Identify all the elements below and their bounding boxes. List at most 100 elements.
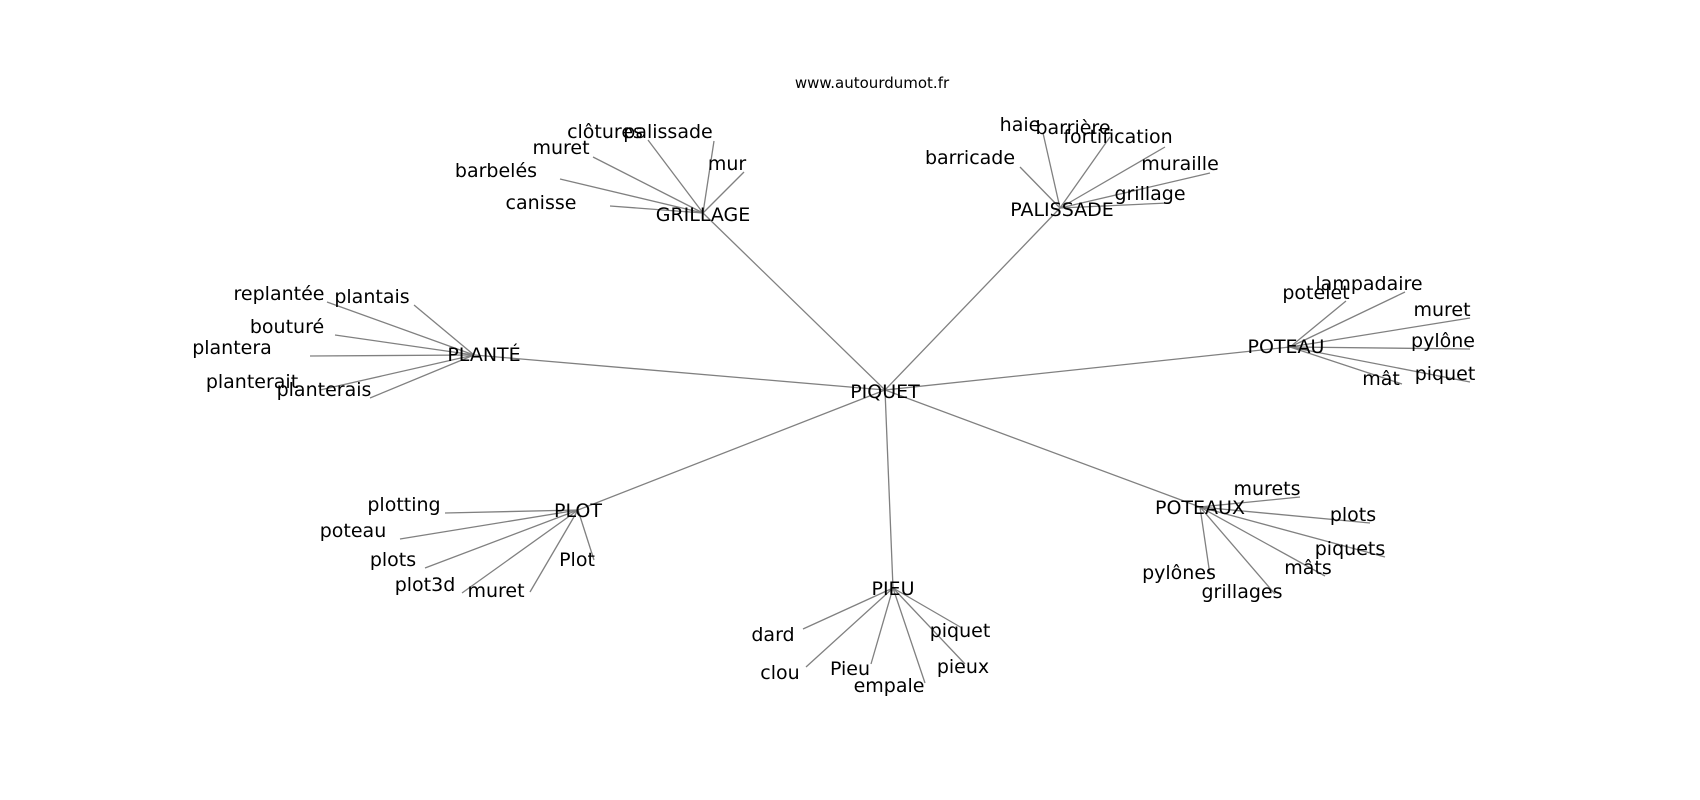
- edge-center-to-hub: [473, 354, 886, 391]
- leaf-word-label[interactable]: barrière: [1035, 117, 1110, 139]
- hub-word-label[interactable]: PALISSADE: [1010, 199, 1114, 221]
- leaf-word-label[interactable]: palissade: [623, 121, 712, 143]
- leaf-word-label[interactable]: piquet: [930, 620, 991, 642]
- edge-hub-to-leaf: [802, 587, 894, 630]
- hub-word-label[interactable]: POTEAU: [1248, 336, 1325, 358]
- edge-hub-to-leaf: [805, 587, 894, 668]
- hub-word-label[interactable]: PLANTÉ: [447, 343, 520, 366]
- hub-word-label[interactable]: POTEAUX: [1155, 497, 1245, 519]
- edge-hub-to-leaf: [1289, 346, 1403, 385]
- leaf-word-label[interactable]: lampadaire: [1315, 273, 1422, 295]
- edge-center-to-hub: [884, 207, 1061, 391]
- leaf-word-label[interactable]: clou: [760, 662, 799, 684]
- edge-hub-to-leaf: [413, 304, 475, 356]
- leaf-word-label[interactable]: potelet: [1282, 282, 1349, 304]
- leaf-word-label[interactable]: plot3d: [395, 574, 456, 596]
- leaf-word-label[interactable]: mâts: [1284, 557, 1332, 579]
- edges-layer: [309, 132, 1471, 684]
- edge-hub-to-leaf: [326, 301, 475, 356]
- leaf-word-label[interactable]: muret: [1413, 299, 1470, 321]
- labels-layer: www.autourdumot.fr clôturespalissademure…: [192, 74, 1475, 697]
- edge-hub-to-leaf: [309, 354, 475, 357]
- edge-hub-to-leaf: [1289, 346, 1471, 383]
- leaf-word-label[interactable]: barricade: [925, 147, 1015, 169]
- edge-hub-to-leaf: [1042, 132, 1061, 209]
- edge-center-to-hub: [702, 212, 886, 391]
- edge-hub-to-leaf: [461, 509, 579, 594]
- leaf-word-label[interactable]: empale: [854, 675, 925, 697]
- edge-hub-to-leaf: [319, 354, 475, 391]
- leaf-word-label[interactable]: bouturé: [250, 316, 324, 338]
- edge-hub-to-leaf: [334, 334, 475, 356]
- leaf-word-label[interactable]: canisse: [506, 192, 577, 214]
- leaf-word-label[interactable]: replantée: [234, 283, 325, 305]
- leaf-word-label[interactable]: muret: [467, 580, 524, 602]
- edge-hub-to-leaf: [702, 171, 745, 214]
- hub-word-label[interactable]: PLOT: [554, 500, 602, 522]
- leaf-word-label[interactable]: plantera: [192, 337, 272, 359]
- hub-word-label[interactable]: PIEU: [872, 578, 915, 600]
- leaf-word-label[interactable]: plots: [370, 549, 416, 571]
- leaf-word-label[interactable]: dard: [751, 624, 794, 646]
- site-credit: www.autourdumot.fr: [795, 74, 950, 92]
- edge-hub-to-leaf: [559, 178, 704, 214]
- edge-hub-to-leaf: [1289, 291, 1406, 348]
- leaf-word-label[interactable]: piquets: [1315, 538, 1385, 560]
- leaf-word-label[interactable]: plots: [1330, 504, 1376, 526]
- edge-hub-to-leaf: [1289, 346, 1471, 350]
- leaf-word-label[interactable]: plotting: [367, 494, 440, 516]
- edge-center-to-hub: [884, 389, 1201, 508]
- edge-hub-to-leaf: [444, 509, 579, 514]
- edge-hub-to-leaf: [1199, 506, 1276, 595]
- leaf-word-label[interactable]: plantais: [334, 286, 409, 308]
- center-word-label[interactable]: PIQUET: [850, 381, 920, 403]
- leaf-word-label[interactable]: Pieu: [830, 658, 870, 680]
- edge-hub-to-leaf: [1059, 202, 1169, 209]
- edge-hub-to-leaf: [1199, 506, 1326, 577]
- leaf-word-label[interactable]: muraille: [1141, 153, 1219, 175]
- leaf-word-label[interactable]: murets: [1234, 478, 1301, 500]
- leaf-word-label[interactable]: barbelés: [455, 160, 537, 182]
- leaf-word-label[interactable]: planterait: [206, 371, 298, 393]
- edge-center-to-hub: [884, 346, 1291, 391]
- edge-hub-to-leaf: [1199, 506, 1211, 576]
- leaf-word-label[interactable]: haie: [1000, 114, 1041, 136]
- leaf-word-label[interactable]: planterais: [277, 379, 372, 401]
- leaf-word-label[interactable]: mât: [1362, 368, 1400, 390]
- edge-hub-to-leaf: [1059, 172, 1211, 209]
- leaf-word-label[interactable]: Plot: [559, 549, 595, 571]
- edge-hub-to-leaf: [1059, 136, 1111, 209]
- edge-hub-to-leaf: [592, 156, 704, 214]
- leaf-word-label[interactable]: piquet: [1415, 363, 1476, 385]
- edge-hub-to-leaf: [1199, 506, 1386, 558]
- edge-hub-to-leaf: [424, 509, 579, 569]
- hub-word-label[interactable]: GRILLAGE: [656, 204, 751, 226]
- edge-center-to-hub: [884, 389, 894, 589]
- edge-hub-to-leaf: [1019, 166, 1061, 209]
- edge-hub-to-leaf: [870, 587, 894, 665]
- edge-hub-to-leaf: [1289, 317, 1471, 348]
- edge-hub-to-leaf: [702, 140, 715, 214]
- leaf-word-label[interactable]: grillage: [1114, 183, 1185, 205]
- leaf-word-label[interactable]: muret: [532, 137, 589, 159]
- leaf-word-label[interactable]: pylônes: [1142, 562, 1216, 584]
- leaf-word-label[interactable]: mur: [708, 153, 747, 175]
- edge-hub-to-leaf: [1289, 300, 1347, 348]
- leaf-word-label[interactable]: pylône: [1411, 330, 1475, 352]
- edge-hub-to-leaf: [609, 205, 704, 214]
- edge-center-to-hub: [577, 389, 886, 511]
- edge-hub-to-leaf: [892, 587, 966, 665]
- edge-hub-to-leaf: [1059, 146, 1166, 209]
- leaf-word-label[interactable]: fortification: [1063, 126, 1172, 148]
- edge-hub-to-leaf: [1199, 506, 1371, 524]
- edge-hub-to-leaf: [529, 509, 579, 593]
- leaf-word-label[interactable]: poteau: [320, 520, 387, 542]
- edge-hub-to-leaf: [399, 509, 579, 540]
- leaf-word-label[interactable]: grillages: [1201, 581, 1282, 603]
- edge-hub-to-leaf: [892, 587, 926, 684]
- edge-hub-to-leaf: [892, 587, 963, 629]
- edge-hub-to-leaf: [577, 509, 595, 561]
- leaf-word-label[interactable]: pieux: [937, 656, 989, 678]
- leaf-word-label[interactable]: clôtures: [567, 121, 643, 143]
